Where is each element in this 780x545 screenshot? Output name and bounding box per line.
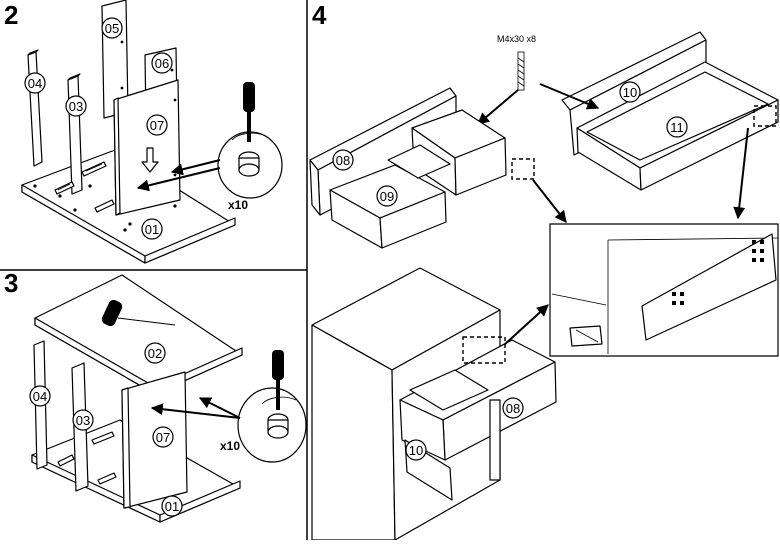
label-badge-07: [146, 114, 168, 136]
screw-icon: [517, 51, 525, 91]
label-badge-08: [332, 149, 354, 171]
quantity-x10: x10: [220, 439, 240, 453]
label-02: 02: [148, 346, 162, 361]
step-4-number: 4: [312, 0, 327, 30]
label-10: 10: [409, 443, 423, 458]
side-panel-04-top: [27, 49, 39, 56]
screw-spec: M4x30 x8: [497, 34, 536, 44]
label-badge-10: [619, 81, 641, 103]
drawer-08-side: [399, 399, 446, 461]
label-badge-01: [161, 495, 183, 517]
screwdriver-icon: [243, 82, 255, 142]
drawer-front-08-edge: [309, 159, 321, 216]
drawer-11-inner: [586, 71, 769, 161]
label-04: 04: [28, 76, 42, 91]
label-03: 03: [69, 99, 83, 114]
step-2-number: 2: [4, 0, 18, 30]
label-badge-10: [405, 439, 427, 461]
label-08: 08: [506, 401, 520, 416]
label-09: 09: [380, 189, 394, 204]
label-07: 07: [156, 430, 170, 445]
label-badge-04: [24, 72, 46, 94]
label-badge-03: [65, 95, 87, 117]
label-04: 04: [33, 389, 47, 404]
detail-marker: [511, 158, 535, 180]
label-badge-09: [376, 185, 398, 207]
label-badge-11: [666, 116, 688, 138]
step-3-number: 3: [4, 268, 18, 298]
quantity-x10: x10: [228, 198, 248, 212]
label-03: 03: [76, 413, 90, 428]
label-11: 11: [670, 120, 684, 135]
label-01: 01: [165, 499, 179, 514]
cam-lock-icon: [231, 132, 267, 177]
drawer-08-compartment: [409, 369, 489, 411]
label-06: 06: [155, 56, 169, 71]
label-05: 05: [105, 21, 119, 36]
cabinet-leg: [489, 399, 501, 481]
drawer-runner-icon: [57, 431, 117, 485]
drawer-runner-icon: [551, 233, 779, 354]
drawer-small-front: [454, 137, 507, 196]
drawer-09-front: [379, 191, 447, 249]
side-panel-03-top: [67, 73, 81, 81]
label-badge-04: [29, 385, 51, 407]
insert-down-arrow-icon: [141, 147, 159, 173]
base-board-01-side: [144, 217, 236, 264]
step-4-panel: 4 M4x30 x8 08 09: [309, 0, 779, 541]
label-08: 08: [336, 153, 350, 168]
side-panel-04: [27, 51, 43, 167]
label-07: 07: [150, 118, 164, 133]
detail-marker: [462, 336, 506, 364]
mallet-icon: [101, 299, 176, 327]
detail-marker: [753, 105, 777, 127]
drawer-11-front: [639, 99, 779, 191]
drawer-divider: [387, 144, 451, 179]
step-2-panel: 2: [4, 0, 283, 264]
label-badge-01: [141, 218, 163, 240]
pointer-arrow: [150, 403, 241, 419]
pointer-arrow: [503, 304, 549, 346]
panel-07-edge: [113, 97, 121, 216]
panel-07-edge: [121, 387, 131, 509]
pointer-arrow: [532, 179, 567, 223]
top-board-02: [34, 274, 243, 395]
pointer-arrow: [136, 167, 221, 192]
cam-lock-icon: [261, 396, 297, 439]
pointer-arrow: [539, 83, 600, 110]
pointer-arrow: [198, 397, 241, 419]
pointer-arrow: [477, 89, 519, 125]
pointer-arrow: [170, 159, 221, 176]
label-badge-03: [72, 409, 94, 431]
step-3-panel: 3 02 04 03 07 01: [4, 268, 307, 523]
label-badge-05: [101, 17, 123, 39]
drawer-runner-icon: [54, 161, 115, 213]
label-10: 10: [623, 85, 637, 100]
label-badge-07: [152, 426, 174, 448]
label-badge-02: [144, 342, 166, 364]
label-badge-08: [502, 397, 524, 419]
pointer-arrow: [733, 127, 749, 220]
label-01: 01: [145, 222, 159, 237]
label-badge-06: [151, 52, 173, 74]
screwdriver-icon: [272, 350, 284, 410]
